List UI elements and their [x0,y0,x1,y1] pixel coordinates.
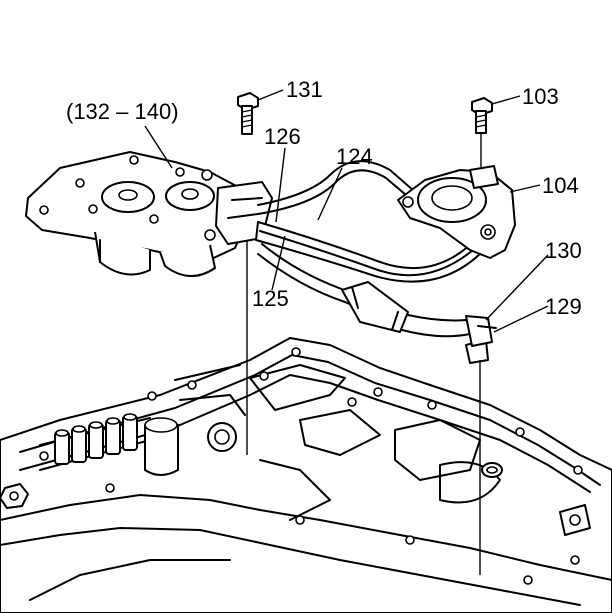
transmission-case [0,337,612,613]
callout-126: 126 [264,124,301,149]
callout-labels: (132 – 140) 131 126 124 103 104 125 130 … [66,77,582,319]
wiring-harnesses [255,160,497,347]
callout-104: 104 [542,173,579,198]
solenoid-body-assembly [25,151,273,277]
callout-132-140: (132 – 140) [66,99,179,124]
case-bolt-holes [39,347,583,585]
callout-129: 129 [545,294,582,319]
callout-103: 103 [522,84,559,109]
bolt-131 [237,92,259,135]
bolt-103 [471,97,493,134]
callout-leaders [144,89,549,333]
callout-131: 131 [286,77,323,102]
cover-104 [397,165,516,259]
callout-130: 130 [545,238,582,263]
callout-124: 124 [336,144,373,169]
valve-bore-rows [39,413,151,471]
callout-125: 125 [252,286,289,311]
